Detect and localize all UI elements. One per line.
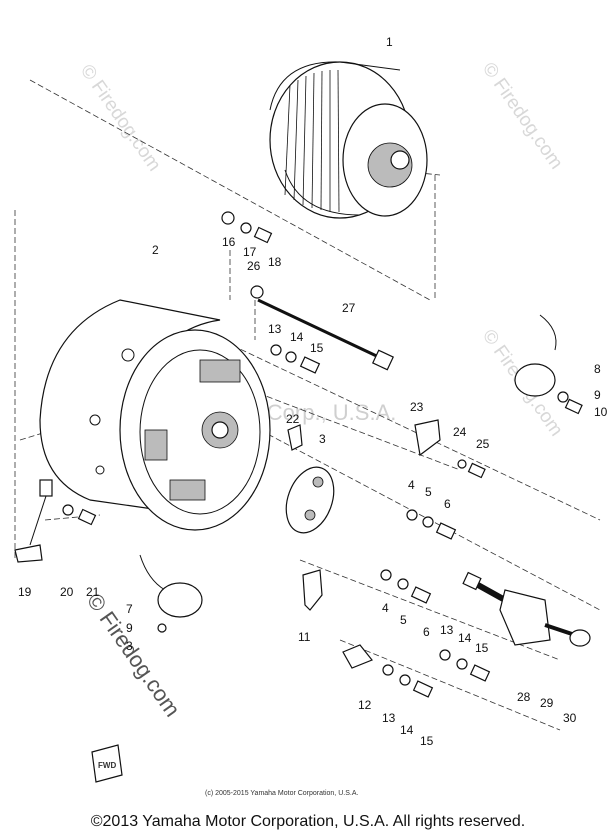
callout-19: 19: [18, 585, 32, 599]
hardware-20-21: [62, 504, 97, 526]
bracket-part-23: [414, 419, 486, 479]
shaft-assembly-28-29-30: [462, 571, 591, 647]
callout-4-lower: 4: [382, 601, 389, 615]
callout-22: 22: [286, 412, 300, 426]
callout-26: 26: [247, 259, 261, 273]
coil-part-7: [139, 554, 203, 633]
watermark-top-left: © Firedog.com: [76, 61, 165, 175]
callout-13-upper: 13: [268, 322, 282, 336]
callout-30: 30: [563, 711, 577, 725]
callout-2: 2: [152, 243, 159, 257]
callout-14-upper: 14: [290, 330, 304, 344]
forward-badge-text: FWD: [98, 761, 116, 770]
callout-12: 12: [358, 698, 372, 712]
callout-15-lower: 15: [420, 734, 434, 748]
callout-18: 18: [268, 255, 282, 269]
rotor-part-1: [269, 61, 428, 219]
forward-badge: FWD: [91, 744, 123, 783]
callout-5-lower: 5: [400, 613, 407, 627]
callout-21: 21: [86, 585, 100, 599]
hardware-13-14-15-lower: [382, 664, 434, 698]
footer-copyright: ©2013 Yamaha Motor Corporation, U.S.A. A…: [90, 813, 526, 830]
callout-29: 29: [540, 696, 554, 710]
bracket-part-22: [287, 424, 303, 451]
plate-part-3: [285, 466, 335, 534]
callout-3-lower: 3: [126, 639, 133, 653]
callout-24: 24: [453, 425, 467, 439]
callout-11: 11: [298, 630, 311, 644]
callout-25: 25: [476, 437, 490, 451]
callout-6-upper: 6: [444, 497, 451, 511]
long-bolt-part-27: [257, 298, 395, 371]
callout-7: 7: [126, 602, 133, 616]
callout-8: 8: [594, 362, 601, 376]
callout-16: 16: [222, 235, 236, 249]
callout-10: 10: [594, 405, 608, 419]
hardware-4-5-6-lower: [380, 569, 432, 604]
callout-9-right: 9: [594, 388, 601, 402]
callout-labels: 1 2 16 17 18 26 27 13 14 15 8 9 10 22 23…: [18, 35, 608, 748]
callout-13-mid: 13: [440, 623, 454, 637]
stator-housing-part-2: [39, 299, 271, 531]
callout-5-upper: 5: [425, 485, 432, 499]
watermark-top-right: © Firedog.com: [478, 59, 567, 173]
clip-part-12: [342, 644, 373, 669]
callout-3-upper: 3: [319, 432, 326, 446]
callout-28: 28: [517, 690, 531, 704]
diagram-small-copyright: (c) 2005-2015 Yamaha Motor Corporation, …: [205, 790, 358, 797]
callout-6-lower: 6: [423, 625, 430, 639]
callout-17: 17: [243, 245, 257, 259]
pickup-coil-part-8: [514, 314, 583, 415]
callout-14-lower: 14: [400, 723, 414, 737]
callout-4-upper: 4: [408, 478, 415, 492]
callout-15-mid: 15: [475, 641, 489, 655]
callout-14-mid: 14: [458, 631, 472, 645]
bracket-part-11: [302, 569, 323, 611]
callout-15-upper: 15: [310, 341, 324, 355]
hardware-16-17-18: [221, 211, 273, 299]
callout-9-left: 9: [126, 621, 133, 635]
callout-20: 20: [60, 585, 74, 599]
callout-27: 27: [342, 301, 356, 315]
hardware-13-14-15-upper: [270, 344, 321, 374]
hardware-13-14-15-mid: [439, 649, 491, 682]
lead-part-19: [14, 479, 53, 563]
callout-23: 23: [410, 400, 424, 414]
hardware-4-5-6-upper: [406, 509, 457, 540]
callout-13-lower: 13: [382, 711, 396, 725]
callout-1: 1: [386, 35, 393, 49]
